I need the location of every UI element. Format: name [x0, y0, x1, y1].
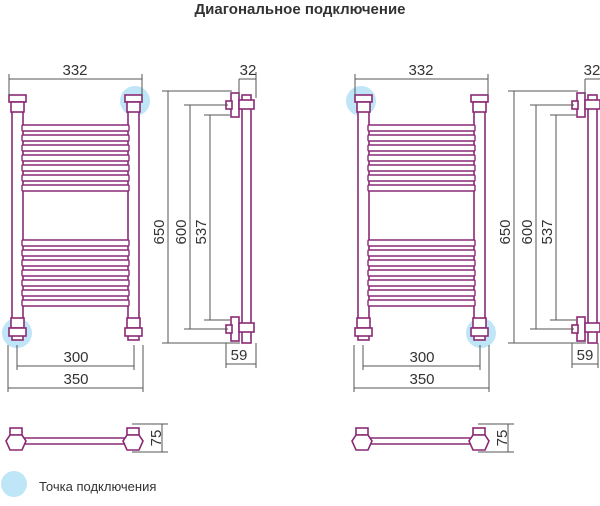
page-title: Диагональное подключение	[194, 1, 406, 18]
dim-wall-distance: 75	[494, 430, 511, 447]
dim-height-total: 650	[151, 219, 168, 244]
right-diagram: 332 32 650 600 537 59 300 350 75	[346, 62, 600, 453]
dim-height-mid: 600	[519, 219, 536, 244]
legend-connection-point-icon	[1, 471, 27, 497]
dim-axis-distance: 300	[63, 349, 88, 366]
dim-width-bottom: 350	[409, 371, 434, 388]
legend-label: Точка подключения	[39, 479, 157, 494]
dim-height-total: 650	[497, 219, 514, 244]
dim-depth-bottom: 59	[231, 347, 248, 364]
dim-height-axis: 537	[193, 219, 210, 244]
dim-wall-distance: 75	[148, 430, 165, 447]
dim-width-total: 332	[408, 62, 433, 79]
dim-height-mid: 600	[173, 219, 190, 244]
dim-width-bottom: 350	[63, 371, 88, 388]
left-diagram: 332 32 650 600 537 59 300 350 75	[2, 62, 257, 453]
dim-height-axis: 537	[539, 219, 556, 244]
dim-depth-bottom: 59	[577, 347, 594, 364]
dim-width-total: 332	[62, 62, 87, 79]
dim-depth-top: 32	[240, 62, 257, 79]
dim-axis-distance: 300	[409, 349, 434, 366]
dim-depth-top: 32	[584, 62, 600, 79]
